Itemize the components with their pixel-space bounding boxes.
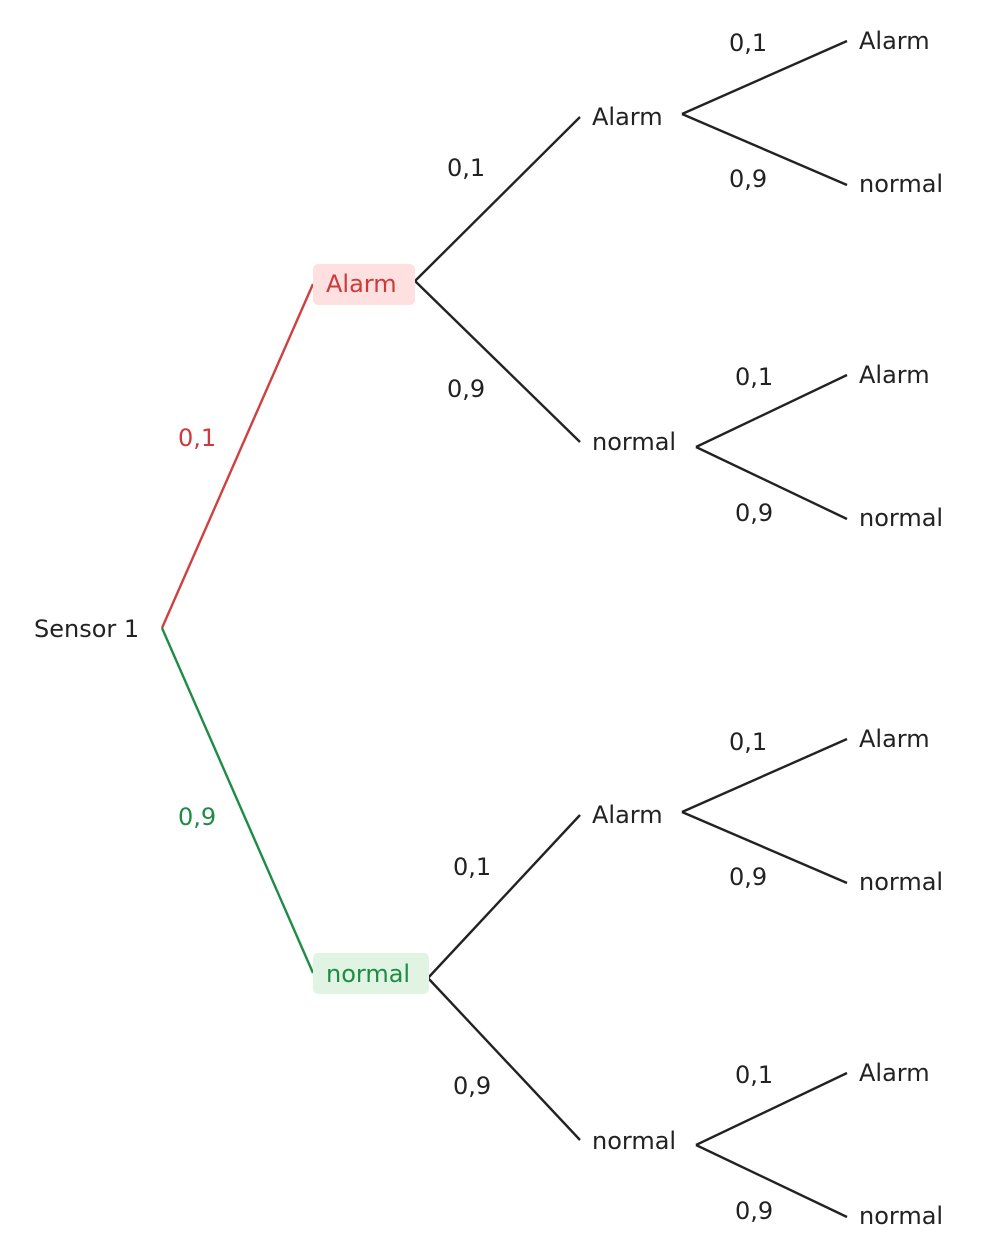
prob-l3-8: 0,9	[735, 1197, 773, 1225]
prob-l2-4: 0,9	[453, 1072, 491, 1100]
prob-l2-2: 0,9	[447, 375, 485, 403]
edge-l2-1-alarm	[681, 39, 848, 116]
edge-l1a-alarm	[414, 116, 581, 282]
node-l2-3-label: Alarm	[592, 801, 663, 829]
edge-l2-4-alarm	[695, 1071, 848, 1147]
node-l1-normal-label: normal	[326, 960, 410, 988]
node-l1-normal-highlight	[313, 953, 429, 994]
leaf-8-label: normal	[859, 1202, 943, 1230]
prob-l3-5: 0,1	[729, 728, 767, 756]
leaf-6-label: normal	[859, 868, 943, 896]
edge-l2-3-normal	[681, 810, 848, 885]
node-l1-alarm-label: Alarm	[326, 270, 397, 298]
prob-l2-3: 0,1	[453, 853, 491, 881]
prob-l2-1: 0,1	[447, 154, 485, 182]
prob-root-alarm: 0,1	[178, 424, 216, 452]
root-node-label: Sensor 1	[34, 615, 139, 643]
node-l2-1-label: Alarm	[592, 103, 663, 131]
edge-l1n-alarm	[427, 814, 581, 979]
leaf-4-label: normal	[859, 504, 943, 532]
edge-l2-4-normal	[695, 1143, 848, 1219]
edge-l1a-normal	[414, 280, 581, 443]
prob-l3-2: 0,9	[729, 165, 767, 193]
edge-l1n-normal	[427, 977, 581, 1141]
prob-l3-4: 0,9	[735, 499, 773, 527]
edge-l2-1-normal	[681, 112, 848, 187]
prob-root-normal: 0,9	[178, 803, 216, 831]
node-l1-alarm-highlight	[313, 264, 415, 305]
edge-l2-2-normal	[695, 445, 848, 521]
leaf-5-label: Alarm	[859, 725, 930, 753]
node-l2-2-label: normal	[592, 428, 676, 456]
prob-l3-1: 0,1	[729, 29, 767, 57]
edge-l2-2-alarm	[695, 373, 848, 449]
leaf-3-label: Alarm	[859, 361, 930, 389]
edge-root-normal	[160, 627, 315, 974]
edge-l2-3-alarm	[681, 737, 848, 814]
prob-l3-6: 0,9	[729, 863, 767, 891]
node-l2-4-label: normal	[592, 1127, 676, 1155]
leaf-2-label: normal	[859, 170, 943, 198]
leaf-1-label: Alarm	[859, 27, 930, 55]
leaf-7-label: Alarm	[859, 1059, 930, 1087]
prob-l3-7: 0,1	[735, 1061, 773, 1089]
prob-l3-3: 0,1	[735, 363, 773, 391]
edge-root-alarm	[160, 283, 315, 629]
